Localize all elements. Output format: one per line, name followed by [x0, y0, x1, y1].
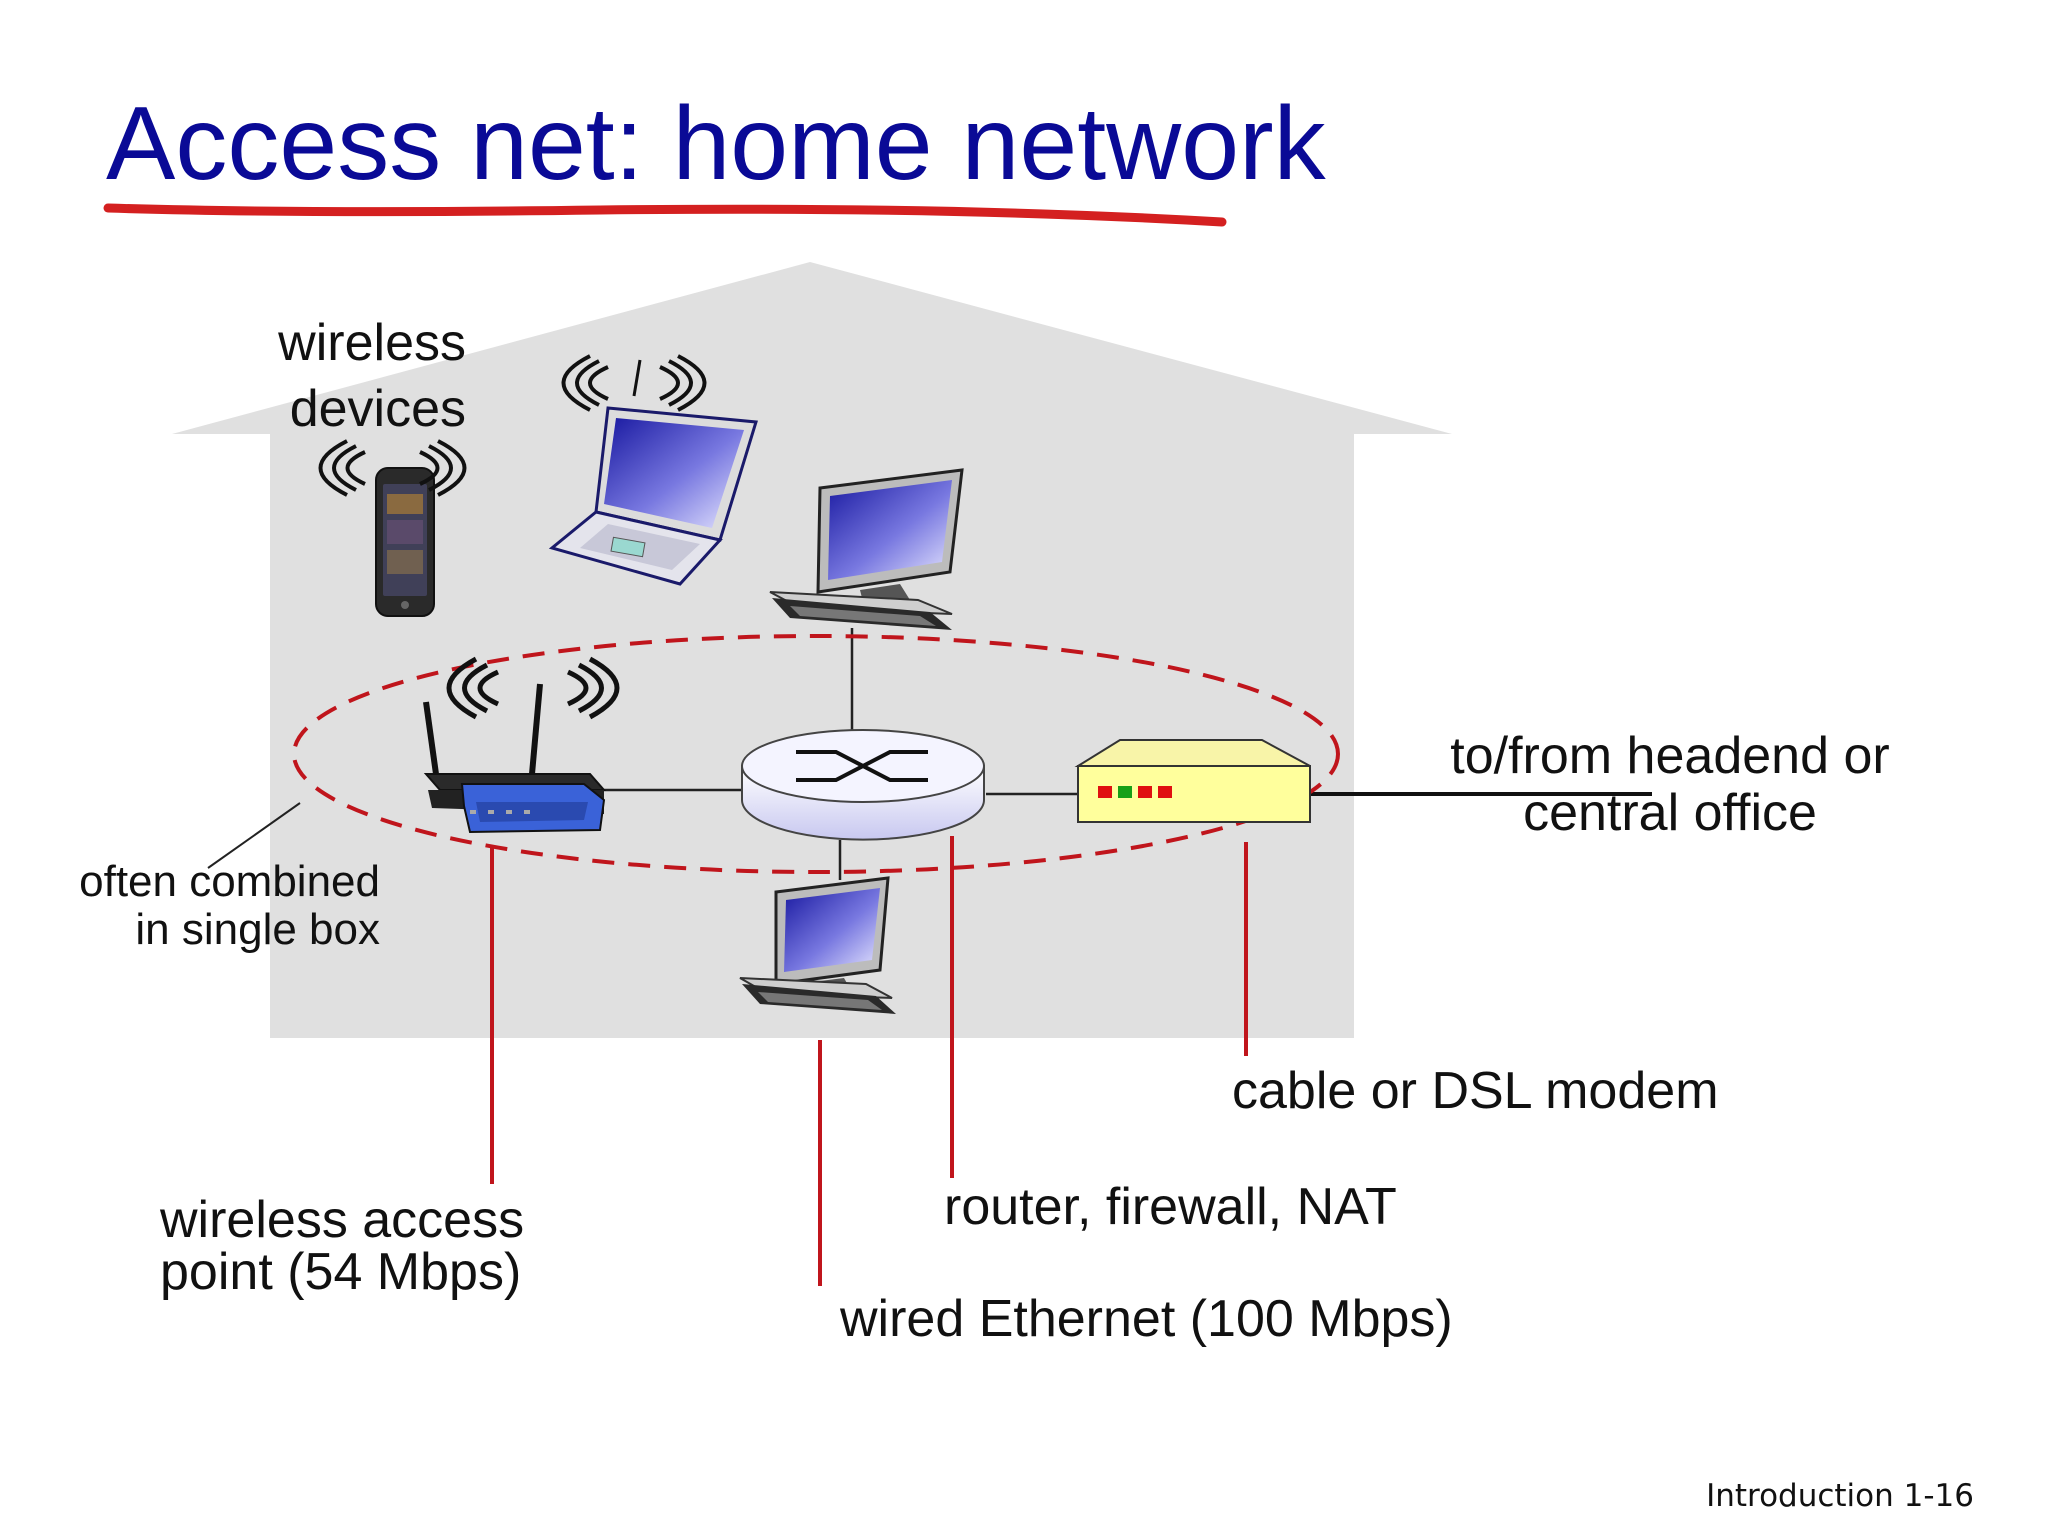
router-label: router, firewall, NAT: [944, 1178, 1397, 1236]
label-line: central office: [1523, 784, 1817, 843]
laptop-wireless-signal-icon: [561, 354, 707, 412]
desktop-computer-icon: [769, 468, 964, 630]
title-underline: [103, 203, 1227, 227]
wireless-devices-label: wireless devices: [236, 312, 466, 441]
label-line: often combined: [79, 857, 380, 906]
access-point-wireless-signal-icon: [446, 656, 620, 720]
wireless-router-icon: [423, 683, 607, 834]
desktop-computer-icon: [739, 876, 896, 1014]
label-line: in single box: [135, 904, 380, 954]
headend-label: to/from headend or central office: [1400, 727, 1940, 843]
phone-wireless-signal-icon: [318, 439, 467, 497]
page-title: Access net: home network: [106, 86, 1326, 202]
slide-footer: Introduction 1-16: [1706, 1478, 1974, 1514]
combined-box-label: often combined in single box: [40, 858, 380, 953]
modem-icon: [1074, 739, 1311, 823]
ethernet-label: wired Ethernet (100 Mbps): [840, 1290, 1453, 1348]
label-line: wireless: [278, 314, 466, 372]
callout-lines: [490, 836, 1248, 1286]
network-links: [598, 628, 1078, 880]
house-shape: [172, 262, 1452, 1038]
label-line: wireless access: [160, 1191, 525, 1249]
label-line: point (54 Mbps): [160, 1243, 522, 1301]
access-point-label: wireless access point (54 Mbps): [160, 1194, 524, 1298]
laptop-icon: [548, 359, 758, 586]
label-line: devices: [289, 380, 466, 439]
router-icon: [741, 729, 985, 841]
smartphone-icon: [375, 467, 435, 617]
label-line: to/from headend or: [1450, 727, 1890, 785]
modem-label: cable or DSL modem: [1232, 1062, 1719, 1120]
combined-pointer-line: [207, 802, 301, 869]
combined-box-ellipse: [292, 634, 1340, 874]
